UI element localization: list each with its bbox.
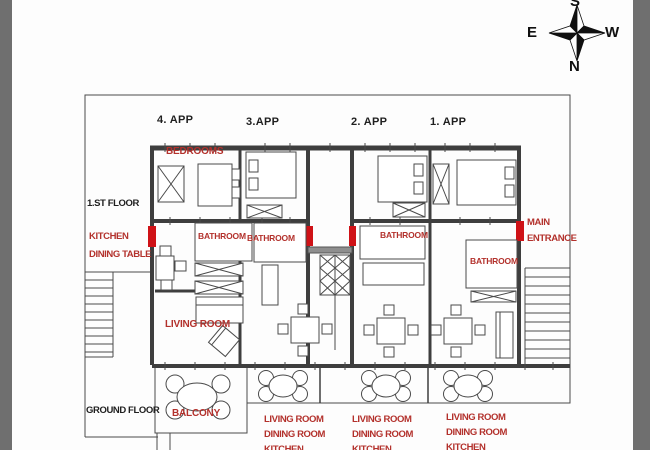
compass-rose (548, 4, 606, 62)
left-gray-margin (0, 0, 12, 450)
unit3-dining-room-label: DINING ROOM (264, 429, 326, 440)
left-exterior-staircase (85, 271, 114, 358)
apartment-3-furniture (245, 151, 333, 357)
apartment-1-furniture (430, 159, 518, 359)
main-entrance-label-line2: ENTRANCE (527, 233, 577, 244)
unit2-dining-room-label: DINING ROOM (352, 429, 414, 440)
balcony-label: BALCONY (172, 408, 221, 419)
balcony-furniture (165, 370, 493, 420)
door-marker-kitchen (148, 226, 156, 247)
wall-ticks (164, 143, 554, 370)
bedrooms-label: BEDROOMS (166, 146, 224, 157)
compass-north-label: N (569, 58, 580, 75)
unit2-kitchen-label: KITCHEN (352, 444, 392, 450)
apartment-2-furniture (359, 155, 428, 358)
apartment-4-furniture (155, 163, 253, 358)
main-entrance-label-line1: MAIN (527, 217, 550, 228)
door-marker-stair-left (306, 226, 313, 246)
unit1-living-room-label: LIVING ROOM (446, 412, 506, 423)
door-marker-stair-right (349, 226, 356, 246)
compass-west-label: W (605, 24, 620, 41)
apartment-4-label: 4. APP (157, 114, 194, 126)
bathroom-label-app4: BATHROOM (198, 231, 246, 241)
unit1-kitchen-label: KITCHEN (446, 442, 486, 450)
kitchen-label-line2: DINING TABLE (89, 249, 152, 260)
compass-east-label: E (527, 24, 538, 41)
unit2-living-room-label: LIVING ROOM (352, 414, 412, 425)
ground-floor-label: GROUND FLOOR (86, 405, 160, 416)
apartment-1-label: 1. APP (430, 116, 467, 128)
unit1-dining-room-label: DINING ROOM (446, 427, 508, 438)
building-walls (150, 145, 570, 403)
bathroom-label-app3: BATHROOM (247, 233, 295, 243)
central-staircase (307, 246, 353, 350)
compass-south-label: S (570, 0, 581, 10)
door-marker-main-entrance (516, 221, 524, 241)
right-exterior-staircase (524, 267, 570, 362)
unit3-kitchen-label: KITCHEN (264, 444, 304, 450)
first-floor-label: 1.ST FLOOR (87, 198, 139, 209)
apartment-2-label: 2. APP (351, 116, 388, 128)
apartment-3-label: 3.APP (246, 116, 280, 128)
door-markers (148, 221, 524, 247)
bathroom-label-app1: BATHROOM (470, 256, 518, 266)
living-room-label-app4: LIVING ROOM (165, 319, 231, 330)
right-gray-margin (633, 0, 650, 450)
unit3-living-room-label: LIVING ROOM (264, 414, 324, 425)
bathroom-label-app2: BATHROOM (380, 230, 428, 240)
kitchen-label-line1: KITCHEN (89, 231, 129, 242)
